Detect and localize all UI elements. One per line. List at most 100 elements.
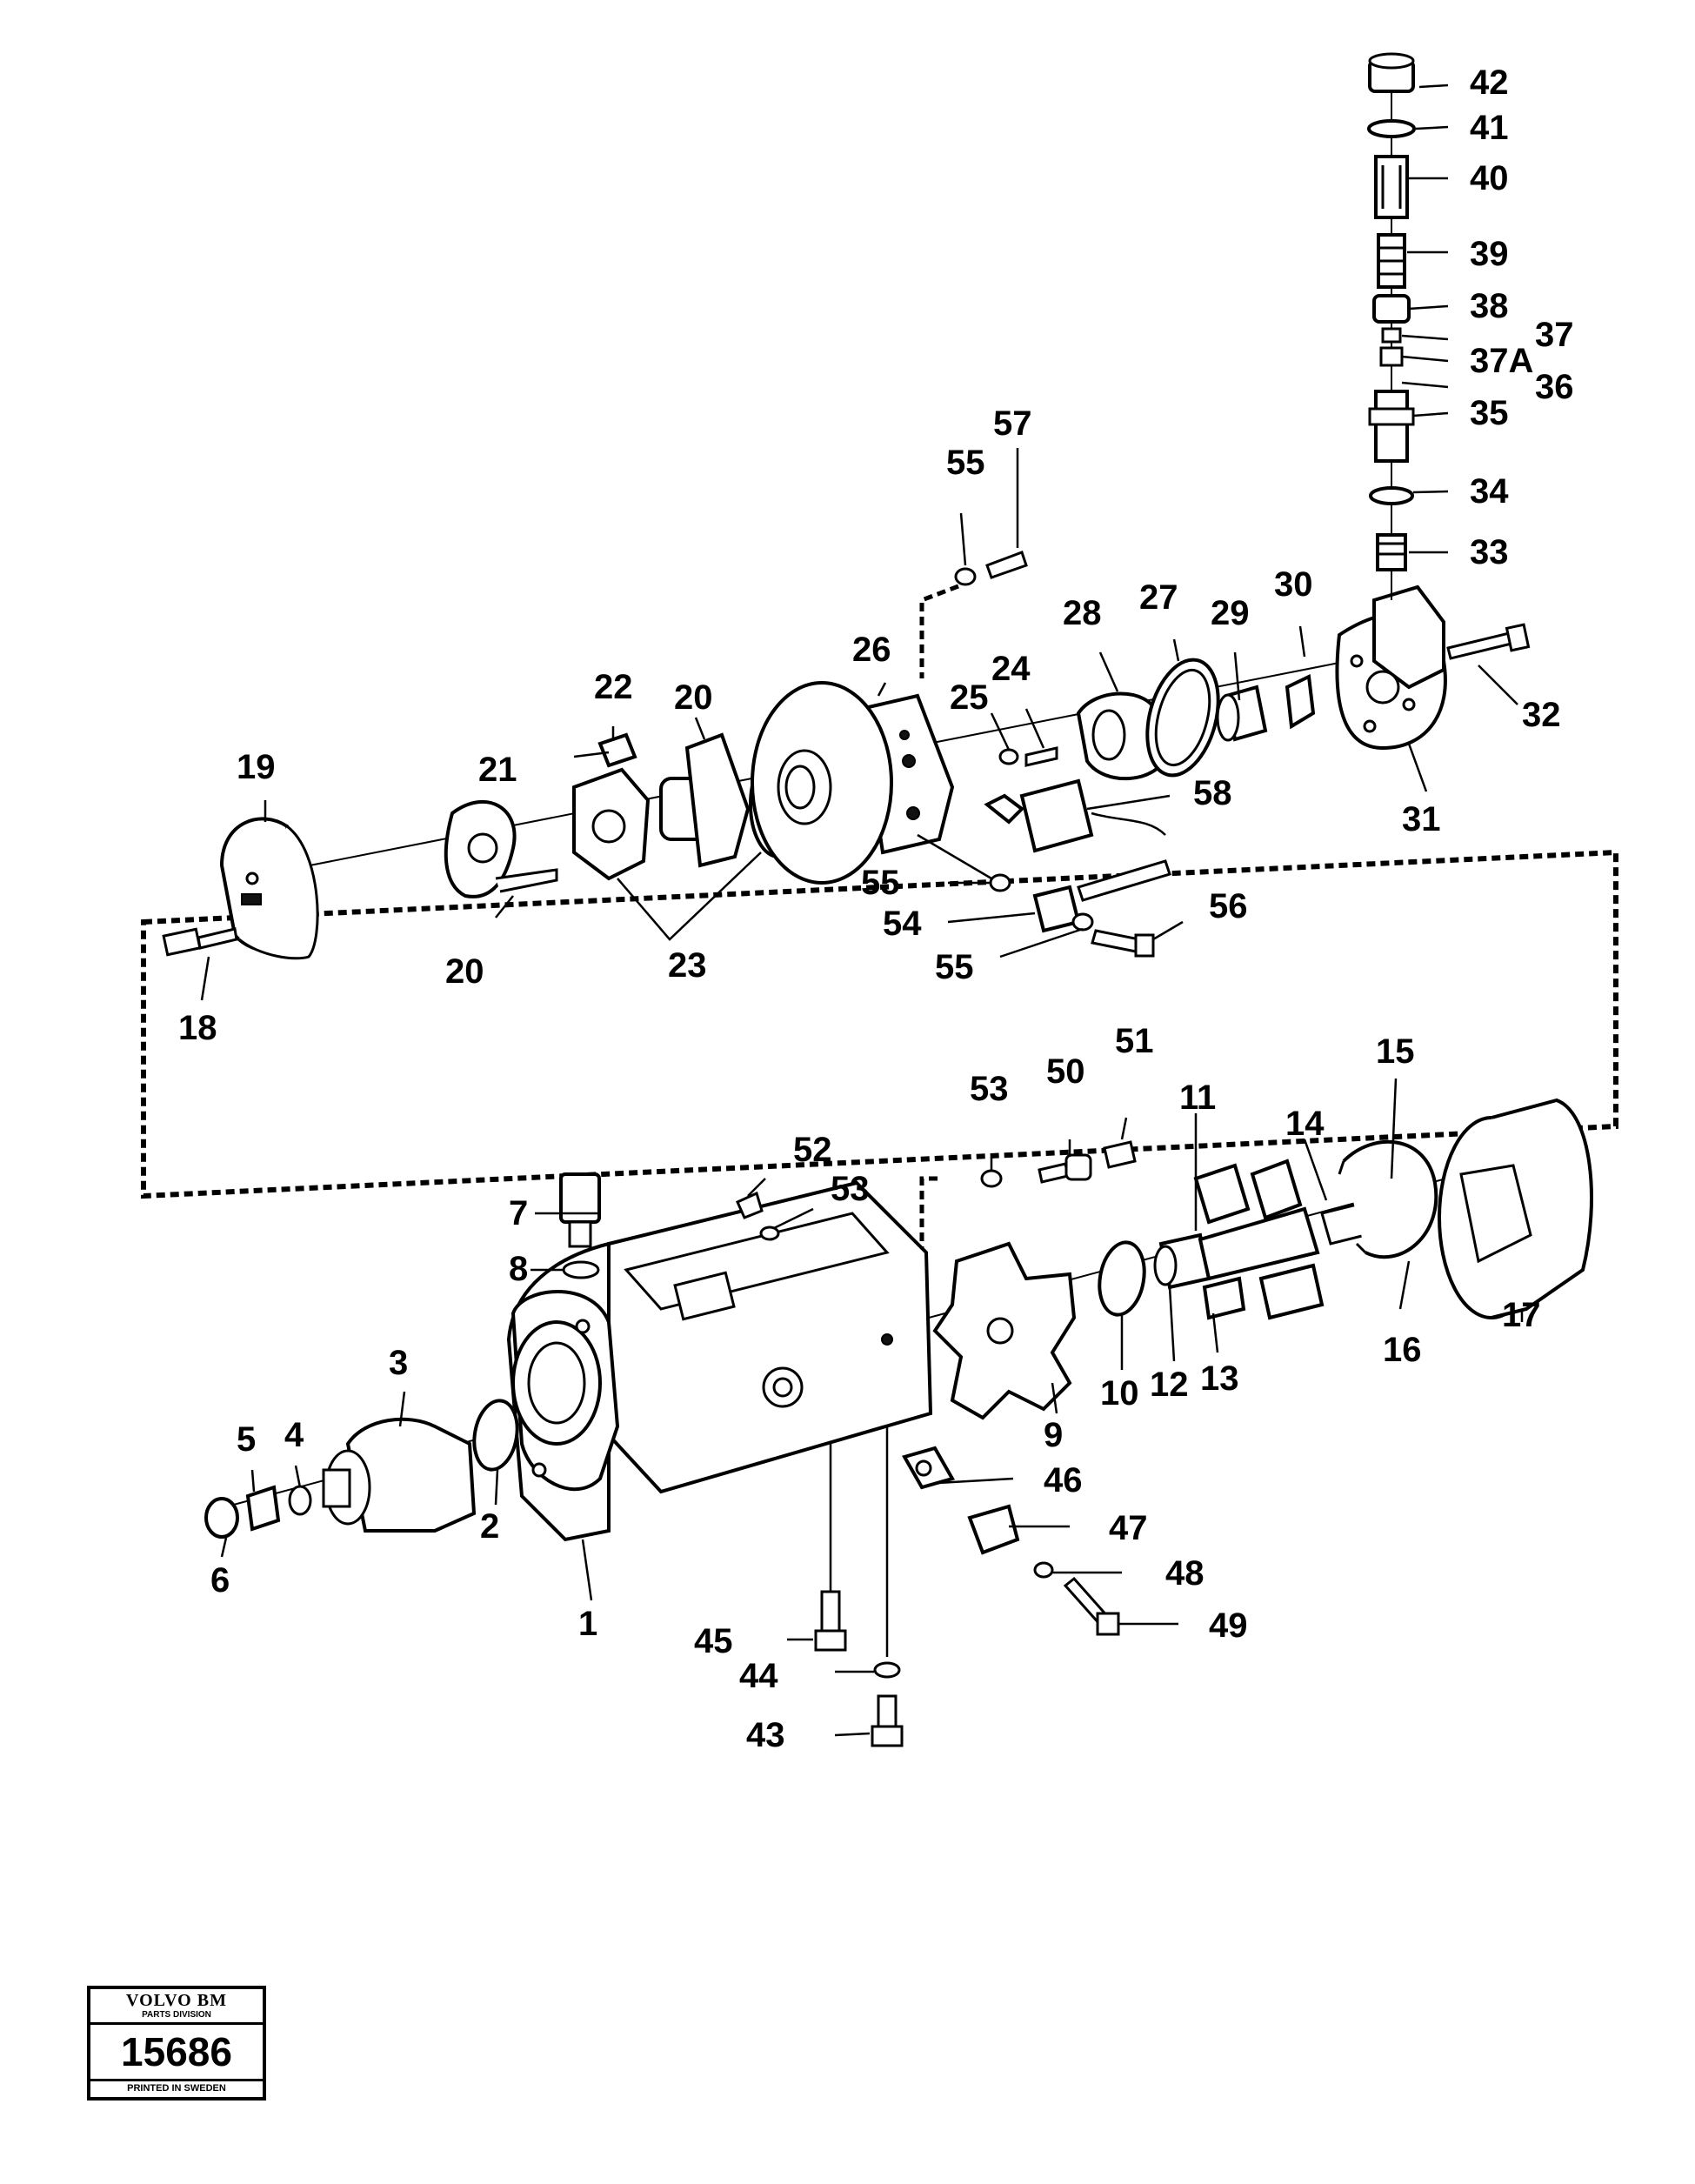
callout-9: 9	[1044, 1416, 1063, 1454]
part-32-bolt	[1446, 623, 1531, 660]
callout-55-bottom: 55	[935, 948, 974, 986]
part-2-ring	[472, 1399, 519, 1472]
governor-assembly	[162, 52, 1531, 960]
callout-3: 3	[389, 1344, 408, 1382]
callout-39: 39	[1470, 235, 1509, 273]
callout-34: 34	[1470, 472, 1509, 511]
callout-11: 11	[1179, 1079, 1216, 1117]
callout-35: 35	[1470, 394, 1509, 432]
callout-44: 44	[739, 1657, 778, 1695]
part-57-55-fitting	[954, 551, 1028, 586]
part-3-housing	[322, 1417, 477, 1533]
part-45-bolt	[814, 1444, 847, 1652]
callout-19: 19	[237, 748, 276, 786]
part-26-housing	[751, 681, 955, 885]
callout-28: 28	[1063, 594, 1102, 632]
callout-36: 36	[1535, 368, 1574, 406]
callout-31: 31	[1402, 800, 1441, 838]
part-22-block	[597, 732, 637, 768]
part-9-cam-ring	[932, 1241, 1077, 1420]
callout-labels: 1 2 3 4 5 6 7 8 9 10 11 12 13 14 15 16 1…	[178, 63, 1574, 1754]
part-11-12-13-rotor	[1153, 1159, 1325, 1320]
part-48-washer	[1033, 1561, 1054, 1579]
part-54-56-bracket-bolt	[989, 859, 1171, 958]
callout-42: 42	[1470, 63, 1509, 102]
callout-23: 23	[668, 946, 707, 985]
callout-33: 33	[1470, 533, 1509, 571]
callout-38: 38	[1470, 287, 1509, 325]
callout-10: 10	[1100, 1374, 1139, 1413]
callout-22: 22	[594, 668, 633, 706]
part-28-bushing	[1076, 691, 1168, 780]
callout-55-mid: 55	[861, 864, 900, 902]
callout-48: 48	[1165, 1554, 1205, 1593]
part-27-ring	[1145, 658, 1220, 778]
callout-2: 2	[480, 1507, 499, 1546]
part-1-pump-body	[506, 1180, 933, 1542]
callout-53-right: 53	[970, 1070, 1009, 1108]
callout-24: 24	[991, 650, 1031, 688]
part-29-30-rotor-vane	[1216, 673, 1316, 742]
stamp-brand: VOLVO BM	[126, 1991, 227, 2010]
callout-40: 40	[1470, 159, 1509, 197]
part-5-6-plug	[204, 1485, 281, 1539]
callout-7: 7	[509, 1194, 528, 1232]
part-43-bolt	[871, 1694, 904, 1747]
callout-13: 13	[1200, 1359, 1239, 1398]
callout-6: 6	[210, 1561, 230, 1600]
callout-47: 47	[1109, 1509, 1148, 1547]
callout-1: 1	[578, 1605, 597, 1643]
part-31-end-plate	[1335, 584, 1447, 751]
part-10-ring	[1098, 1240, 1146, 1317]
volvo-bm-parts-stamp: VOLVO BM PARTS DIVISION 15686 PRINTED IN…	[87, 1986, 266, 2101]
stamp-printed: PRINTED IN SWEDEN	[127, 2083, 226, 2094]
part-52-53-screw	[736, 1191, 780, 1241]
callout-4: 4	[284, 1416, 304, 1454]
part-20-plate	[444, 800, 558, 898]
part-58-solenoid	[984, 778, 1166, 853]
callout-45: 45	[694, 1622, 733, 1660]
callout-57: 57	[993, 404, 1032, 443]
callout-27: 27	[1139, 578, 1178, 617]
callout-54: 54	[883, 905, 922, 943]
callout-15: 15	[1376, 1032, 1415, 1071]
callout-50: 50	[1046, 1052, 1085, 1091]
callout-46: 46	[1044, 1461, 1083, 1499]
callout-49: 49	[1209, 1606, 1248, 1645]
part-24-25-screw-washer	[998, 746, 1058, 767]
callout-43: 43	[746, 1716, 785, 1754]
callout-37A: 37A	[1470, 342, 1533, 380]
callout-12: 12	[1150, 1366, 1189, 1404]
part-14-15-16-shaft-circlip	[1320, 1139, 1438, 1259]
callout-20-lower: 20	[445, 952, 484, 991]
callout-29: 29	[1211, 594, 1250, 632]
callout-30: 30	[1274, 565, 1313, 604]
part-17-end-cover	[1438, 1098, 1593, 1319]
callout-17: 17	[1502, 1296, 1541, 1334]
callout-14: 14	[1285, 1105, 1325, 1143]
callout-20-upper: 20	[674, 678, 713, 717]
callout-32: 32	[1522, 696, 1561, 734]
callout-8: 8	[509, 1250, 528, 1288]
callout-55-top: 55	[946, 444, 985, 482]
callout-25: 25	[950, 678, 989, 717]
part-19-cover	[219, 817, 319, 960]
part-18-screw	[162, 927, 238, 957]
leader-lines	[200, 83, 1524, 1737]
callout-26: 26	[852, 631, 891, 669]
pump-body-assembly	[204, 1098, 1593, 1747]
callout-52: 52	[793, 1131, 832, 1169]
stamp-division: PARTS DIVISION	[90, 2010, 263, 2025]
regulating-valve-stack	[1367, 52, 1416, 600]
part-50-51-53-screw-assembly	[980, 1140, 1137, 1188]
callout-16: 16	[1383, 1331, 1422, 1369]
part-49-bolt	[1063, 1576, 1120, 1636]
part-47-cover	[967, 1504, 1020, 1555]
stamp-number: 15686	[90, 2025, 263, 2081]
callout-58: 58	[1193, 774, 1232, 812]
part-4-washer	[288, 1485, 312, 1516]
callout-5: 5	[237, 1420, 256, 1459]
part-44-washer	[873, 1426, 901, 1679]
part-7-8-fitting	[559, 1172, 601, 1279]
callout-56: 56	[1209, 887, 1248, 925]
